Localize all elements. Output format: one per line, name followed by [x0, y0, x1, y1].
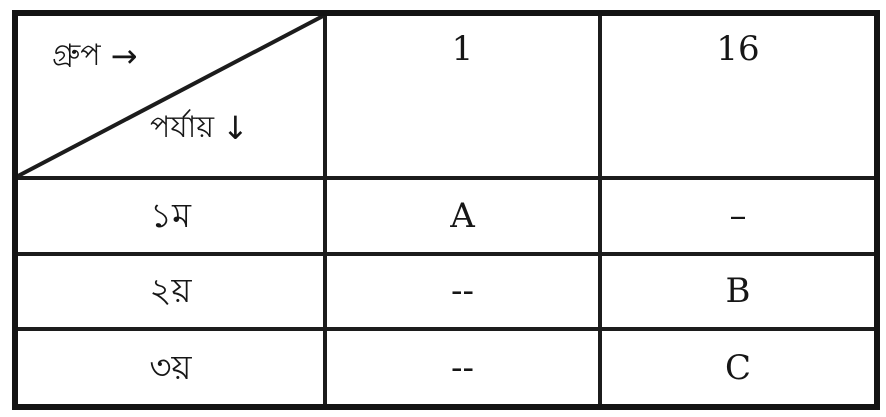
period-heading: পর্যায় ↓	[150, 112, 249, 144]
group-number: 16	[716, 29, 760, 69]
period-cell: ১ম	[13, 176, 327, 256]
table-row: ২য় -- B	[13, 251, 879, 332]
element-cell: B	[598, 251, 879, 332]
table-row: ১ম A –	[13, 176, 879, 256]
period-group-table: গ্রুপ → পর্যায় ↓ 1 16 ১ম A – ২য় --	[12, 10, 880, 410]
period-label: পর্যায়	[150, 110, 215, 145]
element-cell: --	[323, 251, 602, 332]
element-cell: --	[323, 327, 602, 409]
down-arrow-icon: ↓	[222, 109, 249, 147]
group-header-16: 16	[598, 11, 879, 180]
group-label: গ্রুপ	[52, 38, 101, 73]
corner-cell: গ্রুপ → পর্যায় ↓	[13, 11, 327, 180]
header-row: গ্রুপ → পর্যায় ↓ 1 16	[13, 11, 879, 180]
table-row: ৩য় -- C	[13, 327, 879, 409]
right-arrow-icon: →	[110, 37, 138, 75]
group-heading: গ্রুপ →	[52, 40, 137, 72]
group-header-1: 1	[323, 11, 602, 180]
element-cell: C	[598, 327, 879, 409]
element-cell: A	[323, 176, 602, 256]
period-cell: ২য়	[13, 251, 327, 332]
group-number: 1	[451, 29, 474, 69]
element-cell: –	[598, 176, 879, 256]
diagonal-divider	[18, 16, 323, 176]
period-cell: ৩য়	[13, 327, 327, 409]
